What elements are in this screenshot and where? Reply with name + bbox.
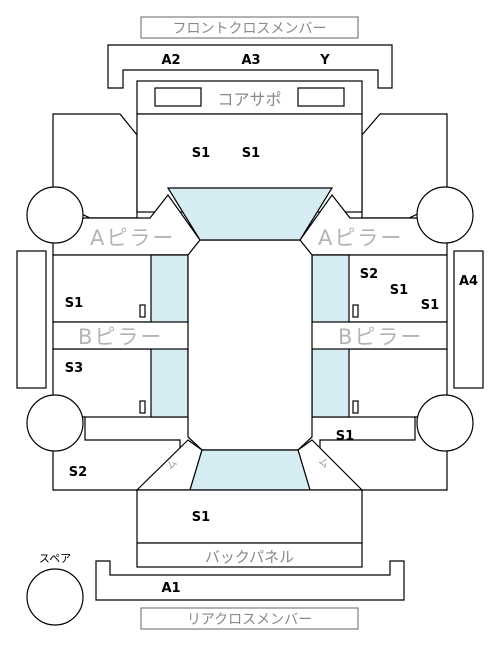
back-panel-label: バックパネル xyxy=(205,548,294,566)
rear-right-wheel xyxy=(416,394,474,452)
a-pillar-left-label: Aピラー xyxy=(90,226,175,250)
front-left-wheel xyxy=(26,186,84,244)
grade-hood-2: S1 xyxy=(242,146,260,161)
grade-front-right-door-2: S1 xyxy=(390,283,408,298)
grade-rear-left-door: S3 xyxy=(65,361,83,376)
front-right-handle xyxy=(352,304,359,318)
grade-right-a4: A4 xyxy=(459,274,478,289)
grade-front-right-door-3: S1 xyxy=(421,298,439,313)
front-cross-member-label: フロントクロスメンバー xyxy=(173,21,327,37)
headlight-right xyxy=(297,87,345,107)
core-support-label: コアサポ xyxy=(217,90,281,109)
rear-left-wheel xyxy=(26,394,84,452)
grade-front-left-door: S1 xyxy=(65,296,83,311)
grade-front-a2: A2 xyxy=(161,53,180,68)
rear-bumper-outline xyxy=(95,560,405,601)
windshield xyxy=(166,187,334,241)
grade-front-right-door-1: S2 xyxy=(360,267,378,282)
grade-rear-a1: A1 xyxy=(161,581,180,596)
b-pillar-left-band xyxy=(52,321,191,350)
front-bumper-outline xyxy=(107,44,393,89)
b-pillar-right-label: Bピラー xyxy=(338,325,423,349)
rear-glass xyxy=(189,449,311,491)
spare-tire xyxy=(26,568,84,626)
left-side-sill xyxy=(16,250,47,389)
rear-cross-member-label: リアクロスメンバー xyxy=(187,612,312,628)
rear-cross-member-box xyxy=(140,607,359,630)
grade-rear-right-door: S1 xyxy=(336,429,354,444)
a-pillar-right-label: Aピラー xyxy=(318,226,403,250)
front-cross-member-box xyxy=(140,16,359,39)
grade-front-y: Y xyxy=(319,53,330,68)
grade-trunk: S1 xyxy=(192,510,210,525)
grade-rear-left-fender: S2 xyxy=(69,465,87,480)
right-side-sill xyxy=(453,250,484,389)
headlight-left xyxy=(154,87,202,107)
roof-panel xyxy=(187,239,313,451)
b-pillar-left-label: Bピラー xyxy=(78,325,163,349)
rear-left-handle xyxy=(139,400,146,414)
b-pillar-right-band xyxy=(309,321,448,350)
spare-label: スペア xyxy=(39,552,71,565)
rear-right-handle xyxy=(352,400,359,414)
grade-hood-1: S1 xyxy=(192,146,210,161)
trunk-lid xyxy=(136,489,363,544)
front-right-wheel xyxy=(416,186,474,244)
back-panel-box xyxy=(136,542,363,568)
front-left-handle xyxy=(139,304,146,318)
grade-front-a3: A3 xyxy=(241,53,260,68)
